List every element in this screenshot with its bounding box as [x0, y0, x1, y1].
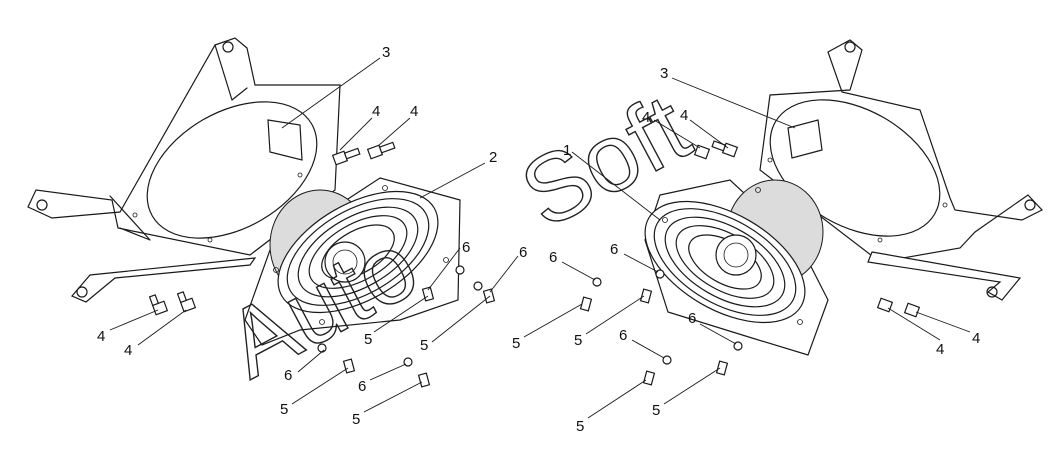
label-washer-d: 6	[358, 378, 366, 395]
label-washer-a: 6	[462, 239, 470, 256]
label-washer-c: 6	[284, 367, 292, 384]
label-speaker-left: 2	[489, 149, 497, 166]
left-speaker	[244, 177, 461, 346]
label-bracket-right: 3	[660, 65, 668, 82]
label-washer-f: 6	[610, 241, 618, 258]
label-bolt-left-b: 4	[410, 103, 418, 120]
label-screw-d: 5	[352, 411, 360, 428]
label-washer-b: 6	[519, 244, 527, 261]
label-bolt-right-b: 4	[680, 107, 688, 124]
label-washer-g: 6	[688, 310, 696, 327]
label-bolt-right-a: 4	[642, 109, 650, 126]
label-bolt-right-d: 4	[972, 330, 980, 347]
label-speaker-right: 1	[563, 142, 571, 159]
leader-lines	[109, 57, 971, 419]
label-bracket-left: 3	[382, 44, 390, 61]
label-screw-g: 5	[576, 418, 584, 435]
bolt-hardware	[148, 140, 921, 318]
label-screw-b: 5	[420, 337, 428, 354]
label-screw-f: 5	[574, 332, 582, 349]
label-bolt-left-d: 4	[124, 342, 132, 359]
label-screw-a: 5	[364, 331, 372, 348]
label-bolt-right-c: 4	[936, 341, 944, 358]
right-speaker	[644, 179, 829, 356]
right-speaker-bracket	[759, 39, 1043, 301]
label-screw-c: 5	[280, 401, 288, 418]
left-speaker-bracket	[27, 37, 341, 303]
label-washer-e: 6	[549, 249, 557, 266]
label-bolt-left-a: 4	[372, 103, 380, 120]
label-screw-h: 5	[652, 402, 660, 419]
label-washer-h: 6	[619, 327, 627, 344]
label-bolt-left-c: 4	[97, 328, 105, 345]
callout-labels: 3 4 4 2 4 4 6 6 5 5 6 6 5 5 3 4 4 1 6 6 …	[97, 44, 980, 435]
label-screw-e: 5	[512, 335, 520, 352]
